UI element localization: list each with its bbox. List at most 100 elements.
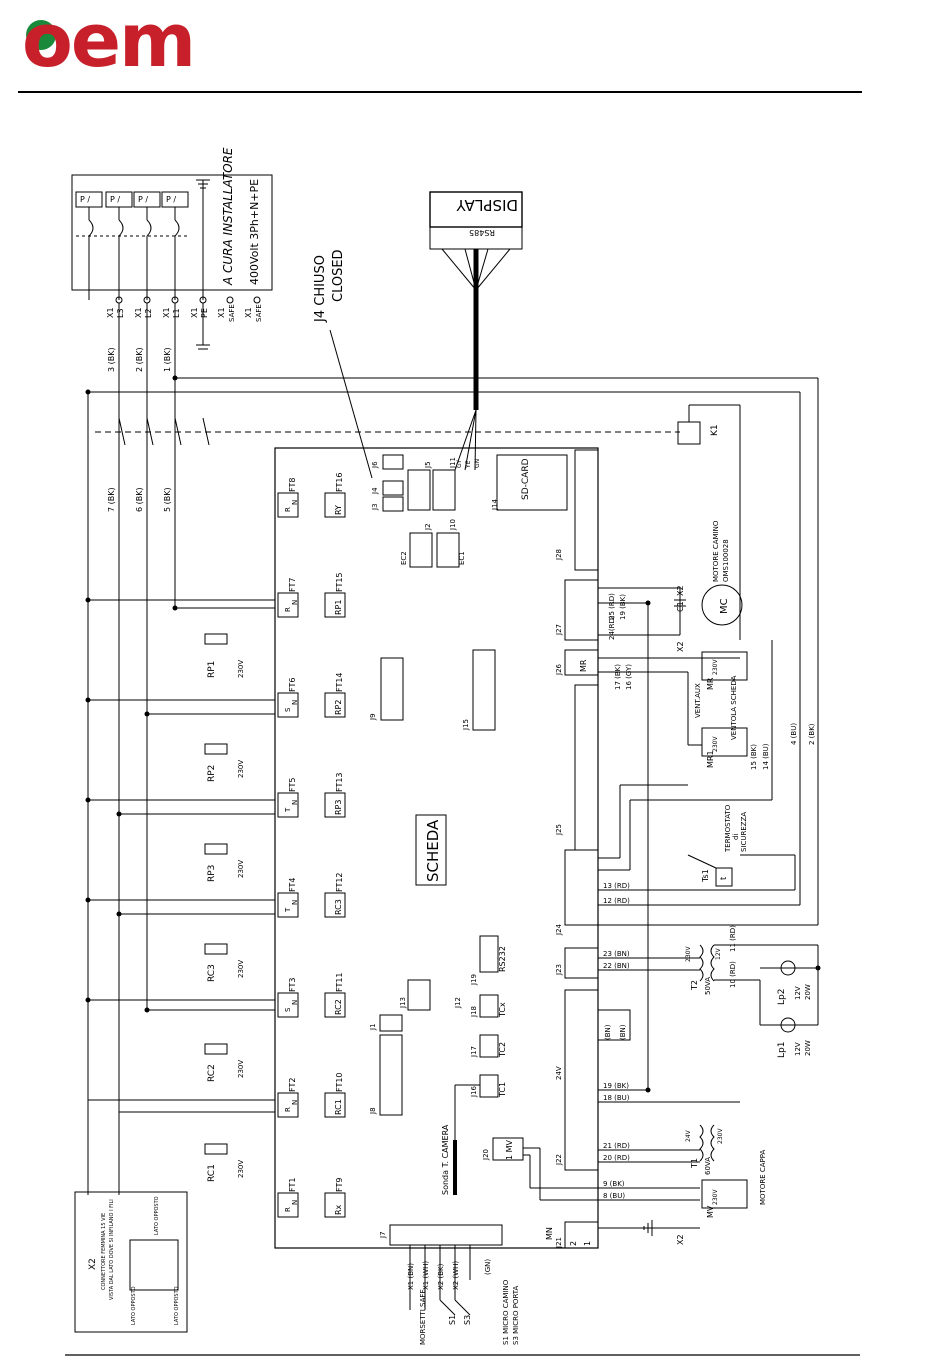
lamp-name: Lp1: [777, 1042, 787, 1058]
j21-label: MN: [545, 1227, 554, 1240]
conn-label: J23: [555, 964, 563, 976]
thermocouple: TC1: [498, 1082, 507, 1098]
x2-side: LATO OPPOSTO: [154, 1196, 160, 1235]
lamp-wire: 11 (RD): [729, 925, 737, 952]
thermostat-name: Ts1: [701, 869, 710, 883]
conn-label: J18: [470, 1006, 478, 1018]
wire-label: 2 (BK): [808, 723, 816, 745]
fast-on-label: FT14: [335, 672, 344, 692]
conn-label: J9: [369, 713, 377, 721]
transformer-va: 60VA: [704, 1157, 712, 1175]
jumper-note: CLOSED: [331, 249, 346, 302]
wire-label: 20 (RD): [603, 1154, 630, 1162]
supply-box: [71, 174, 273, 291]
conn-label: J14: [491, 498, 499, 511]
conn-label: J11: [449, 457, 457, 469]
j7-wire: X2 (BK): [437, 1263, 445, 1290]
conn-label: J22: [555, 1154, 563, 1166]
fan-desc: VENT.AUX: [694, 683, 702, 718]
j7-wire: X1 (WH): [422, 1261, 430, 1290]
wire-label: 19 (BK): [619, 594, 627, 620]
conn-label: J4: [371, 487, 379, 495]
x1-conn: X1: [134, 307, 143, 318]
bn-tag: (BN): [619, 1024, 627, 1040]
fast-on-label: FT9: [335, 1178, 344, 1192]
micro-s3: S3: [463, 1315, 472, 1325]
breaker-label: P /: [80, 195, 90, 204]
transformer-va: 50VA: [704, 977, 712, 995]
wire-label: 2 (BK): [135, 347, 144, 372]
resistor-label: RC1: [207, 1164, 217, 1182]
phase-letter: N: [291, 1200, 299, 1205]
motor-code: OMS100028: [722, 539, 730, 582]
relay-code: RC3: [334, 899, 343, 915]
fast-on-label: FT6: [288, 678, 297, 692]
fast-on-label: FT4: [288, 878, 297, 892]
phase-letter: R: [284, 607, 292, 612]
breaker-label: P /: [138, 195, 148, 204]
wire-label: 13 (RD): [603, 882, 630, 890]
phase-letter: N: [291, 800, 299, 805]
phase-letter: T: [284, 807, 292, 813]
lamp-wire: 10 (RD): [729, 961, 737, 988]
breaker-label: P /: [166, 195, 176, 204]
lamp-volt: 12V: [794, 986, 802, 1000]
conn-label: J17: [470, 1046, 478, 1058]
fast-on-label: FT2: [288, 1078, 297, 1092]
thermostat-desc: TERMOSTATO: [724, 804, 732, 853]
micro-s1: S1: [448, 1315, 457, 1325]
motor-cap: C1: [676, 601, 685, 612]
transformer-name: T2: [690, 980, 699, 991]
x2-title: X2: [88, 1258, 98, 1270]
relay-code: RP2: [334, 700, 343, 715]
conn-label: J13: [399, 997, 407, 1009]
resistor-volt: 230V: [237, 760, 245, 778]
wire-label: 16 (GY): [625, 664, 633, 690]
thermocouple: TCx: [498, 1002, 507, 1018]
fast-on-label: FT16: [335, 472, 344, 492]
thermostat-desc: SICUREZZA: [740, 812, 748, 852]
transformer-name: T1: [690, 1158, 699, 1169]
rs232-label: RS232: [498, 946, 507, 972]
logo-dot: [26, 20, 56, 50]
wire-label: 14 (BU): [762, 743, 770, 770]
x1-pin: PE: [200, 308, 209, 318]
resistor-volt: 230V: [237, 960, 245, 978]
relay-code: RC2: [334, 999, 343, 1015]
conn-label: J15: [462, 719, 470, 731]
installer-note: A CURA INSTALLATORE: [221, 147, 235, 286]
fan-name: MR1: [706, 750, 715, 768]
fast-on-label: FT5: [288, 778, 297, 792]
transformer-v2: 230V: [717, 1128, 724, 1144]
lamp-watt: 20W: [804, 1040, 812, 1056]
j21-pin: 1: [583, 1241, 592, 1246]
fast-on-label: FT12: [335, 872, 344, 892]
lamp-name: Lp2: [777, 989, 787, 1005]
conn-label: J28: [555, 549, 563, 561]
ec-label: EC2: [400, 551, 408, 565]
fan-name: MR: [706, 677, 715, 690]
micro-safe: MORSETTI SAFE: [419, 1289, 427, 1345]
display-bus: RS485: [469, 228, 495, 237]
motor-conn: X2: [676, 641, 685, 652]
resistor-label: RC2: [207, 1064, 217, 1082]
wire-label: 12 (RD): [603, 897, 630, 905]
j20-pins: 1 MV: [505, 1139, 514, 1160]
x1-conn: X1: [190, 307, 199, 318]
fast-on-label: FT11: [335, 972, 344, 992]
fan-volt: 230V: [712, 1189, 719, 1205]
x2-conn-label: X2: [676, 1234, 685, 1245]
x1-pin: SAFE: [255, 304, 263, 322]
fan-desc: VENTOLA SCHEDA: [730, 675, 738, 740]
fast-on-label: FT1: [288, 1178, 297, 1192]
x2-side: LATO OPPOSTO: [174, 1286, 180, 1325]
phase-letter: S: [284, 1007, 292, 1012]
sonda-label: Sonda T. CAMERA: [441, 1124, 450, 1195]
phase-letter: N: [291, 1100, 299, 1105]
phase-letter: N: [291, 1000, 299, 1005]
mr-label: MR: [579, 659, 588, 672]
phase-letter: S: [284, 707, 292, 712]
wire-label: 24(RD): [608, 615, 616, 640]
